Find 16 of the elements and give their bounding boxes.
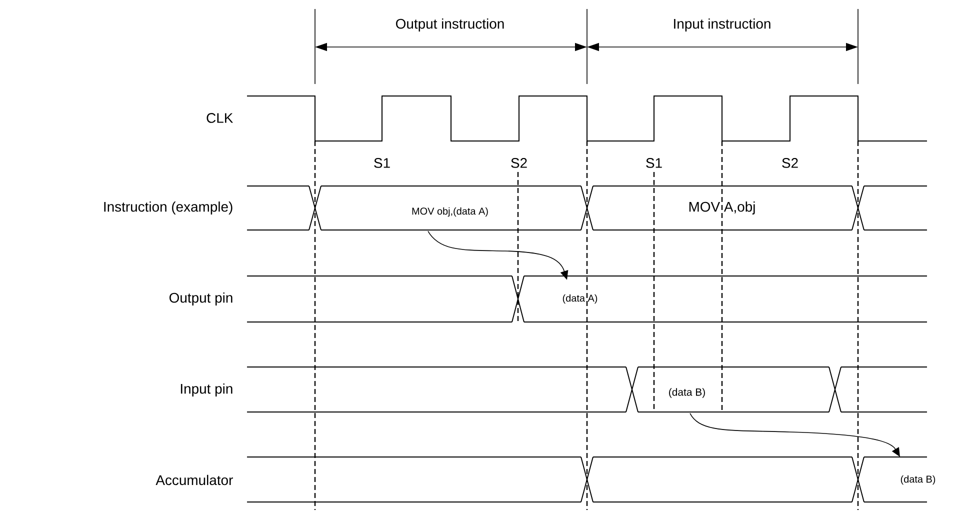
state-label: S2 — [780, 157, 800, 169]
signal-name: Accumulator — [156, 474, 233, 486]
state-label: S2 — [509, 157, 529, 169]
signal-name: CLK — [206, 113, 234, 123]
dimension-label: Output instruction — [396, 18, 504, 32]
dimension-label: Input instruction — [674, 18, 770, 32]
state-label: S1 — [644, 157, 664, 169]
bus-value: (data A) — [562, 294, 598, 304]
signal-name: Output pin — [169, 292, 232, 306]
bus-value: MOV obj,(data A) — [412, 207, 488, 217]
state-label: S1 — [372, 157, 392, 169]
signal-name: Input pin — [180, 384, 232, 396]
bus-value: MOV A,obj — [689, 202, 755, 214]
bus-value: (data B) — [900, 475, 936, 485]
signal-name: Instruction (example) — [104, 202, 232, 214]
bus-value: (data B) — [669, 388, 705, 398]
